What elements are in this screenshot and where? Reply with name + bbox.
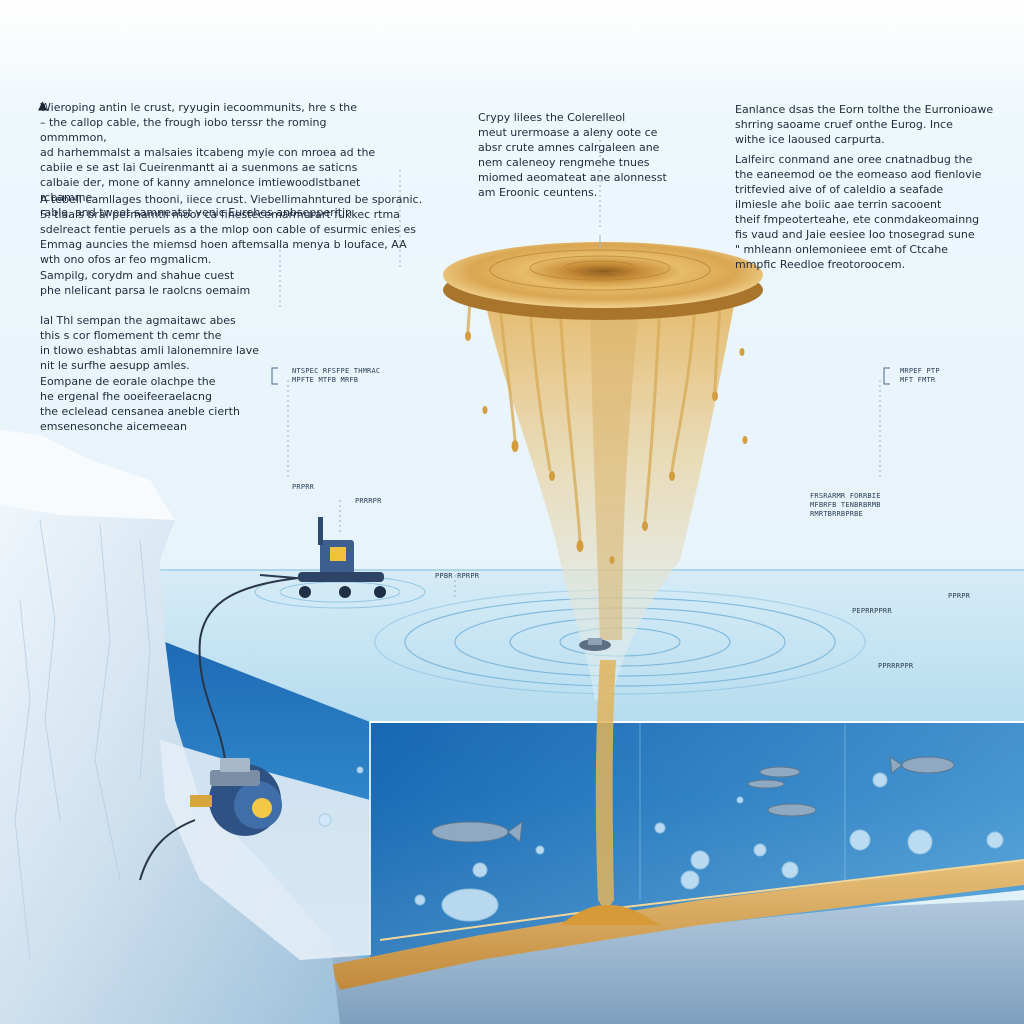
leader-lines: [279, 130, 881, 600]
callout-label-4: PRPRR: [292, 483, 315, 491]
callout-label-1: NTSPEC RFSFPE THMRAC MPFTE MTFB MRFB: [292, 367, 381, 384]
bubbles: [318, 766, 1004, 906]
left-paragraph-4: Ial Thl sempan the agmaitawc abes this s…: [40, 314, 260, 372]
callout-label-6: PPBR RPRPR: [435, 572, 480, 580]
left-paragraph-1: Wieroping antin le crust, ryyugin iecoom…: [40, 101, 376, 219]
plume-disc: [443, 242, 763, 308]
large-bubble: [441, 888, 499, 922]
warning-mark: ▲: [38, 98, 48, 112]
callout-brackets: [271, 367, 890, 385]
plume-droplets: [465, 331, 748, 564]
disc-rings: [489, 249, 711, 291]
callout-label-3: FRSRARMR FORRBIE MFBRFB TENBRBRMB RMRTBR…: [810, 492, 881, 518]
sediment-layer: [330, 860, 1024, 990]
callout-label-9: PPRRRPPR: [878, 662, 914, 670]
surface-rover: [259, 517, 386, 598]
plume-strands: [466, 298, 722, 542]
callout-label-8: PPRPR: [948, 592, 971, 600]
submersible-drill: [190, 758, 282, 836]
left-paragraph-2: A tebell camllages thooni, iiece crust. …: [40, 193, 423, 266]
conduit-splash: [560, 905, 660, 925]
right-paragraph-2: Lalfeirc conmand ane oree cnatnadbug the…: [735, 153, 982, 271]
callout-label-5: PRRRPR: [355, 497, 382, 505]
plume-core: [590, 300, 640, 640]
ice-cliff-top: [0, 430, 175, 520]
left-paragraph-3: Sampilg, corydm and shahue cuest phe nle…: [40, 269, 251, 297]
surface-probe: [579, 638, 611, 651]
amber-conduit: [595, 660, 616, 912]
right-paragraph-1: Eanlance dsas the Eorn tolthe the Eurron…: [735, 103, 994, 146]
center-paragraph-1: Crypy lilees the Colerelleol meut urermo…: [478, 111, 667, 199]
fish: [431, 755, 955, 843]
tether-cable-2: [139, 819, 196, 881]
callout-label-7: PEPRRPPRR: [852, 607, 892, 615]
callout-label-2: MRPEF PTP MFT FMTR: [900, 367, 940, 384]
tether-cable: [198, 577, 299, 761]
left-paragraph-5: Eompane de eorale olachpe the he ergenal…: [40, 375, 240, 433]
